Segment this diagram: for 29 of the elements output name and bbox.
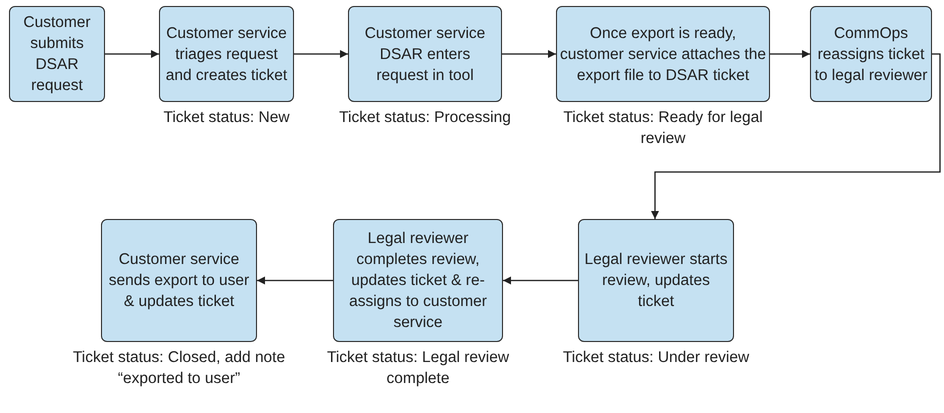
status-note: Ticket status: Closed, add note “exported to user” <box>72 348 286 389</box>
arrow <box>257 276 333 284</box>
arrow <box>294 50 348 58</box>
arrow <box>502 50 556 58</box>
step-text: Customer submits DSAR request <box>22 13 92 96</box>
status-note: Ticket status: Ready for legal review <box>562 108 764 149</box>
arrow <box>770 50 810 58</box>
step-text: CommOps reassigns ticket to legal reviewer <box>814 24 928 86</box>
step-text: Legal reviewer starts review, updates ticket <box>583 250 728 312</box>
process-box <box>333 219 503 342</box>
status-note: Ticket status: Processing <box>338 108 512 128</box>
step-text: Customer service triages request and creates ticket <box>164 24 288 86</box>
arrow <box>105 50 159 58</box>
process-box <box>159 6 294 102</box>
step-text: Legal reviewer completes review, updates ticket & re-assigns to customer service <box>348 229 488 333</box>
status-note: Ticket status: New <box>162 108 291 128</box>
arrow <box>503 276 578 284</box>
step-text: Once export is ready, customer service attaches the export file to DSAR ticket <box>560 24 766 86</box>
status-note: Ticket status: Legal review complete <box>326 348 510 389</box>
step-text: Customer service sends export to user & updates ticket <box>108 250 250 312</box>
arrow <box>651 53 941 219</box>
process-box <box>578 219 734 342</box>
process-box <box>348 6 502 102</box>
process-box <box>810 6 932 102</box>
process-box <box>556 6 770 102</box>
process-box <box>9 6 105 102</box>
status-note: Ticket status: Under review <box>562 348 750 368</box>
step-text: Customer service DSAR enters request in tool <box>364 24 486 86</box>
process-box <box>101 219 257 342</box>
